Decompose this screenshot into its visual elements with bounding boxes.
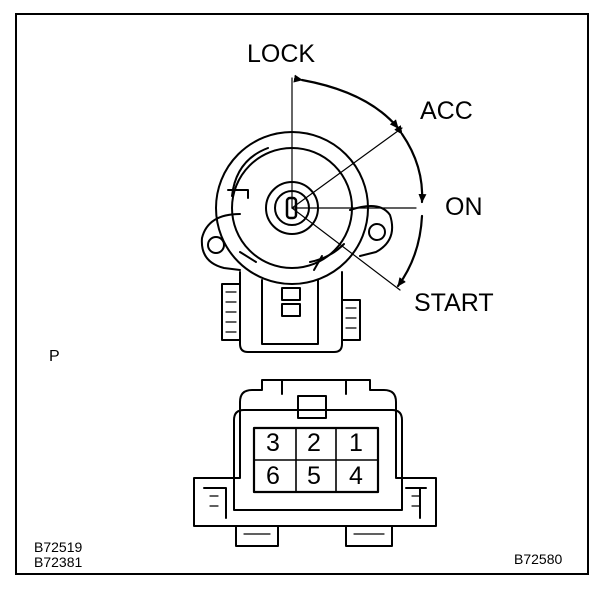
pin-5: 5 — [307, 462, 321, 490]
label-acc: ACC — [420, 97, 473, 125]
label-on: ON — [445, 193, 483, 221]
figure-code-1: B72519 — [34, 539, 83, 555]
pin-4: 4 — [349, 462, 363, 490]
label-lock: LOCK — [247, 40, 316, 68]
rotation-arrows — [293, 74, 427, 288]
pin-3: 3 — [266, 429, 280, 457]
position-guide-lines — [291, 77, 417, 291]
connector-pin-grid — [252, 426, 380, 494]
pin-1: 1 — [349, 429, 363, 457]
section-marker: P — [49, 348, 60, 365]
diagram-frame — [15, 13, 589, 575]
pin-2: 2 — [307, 429, 321, 457]
label-start: START — [414, 289, 494, 317]
ignition-switch-body — [200, 131, 394, 353]
pin-6: 6 — [266, 462, 280, 490]
figure-code-3: B72580 — [514, 551, 563, 567]
figure-code-2: B72381 — [34, 554, 83, 570]
connector-housing — [193, 379, 437, 547]
